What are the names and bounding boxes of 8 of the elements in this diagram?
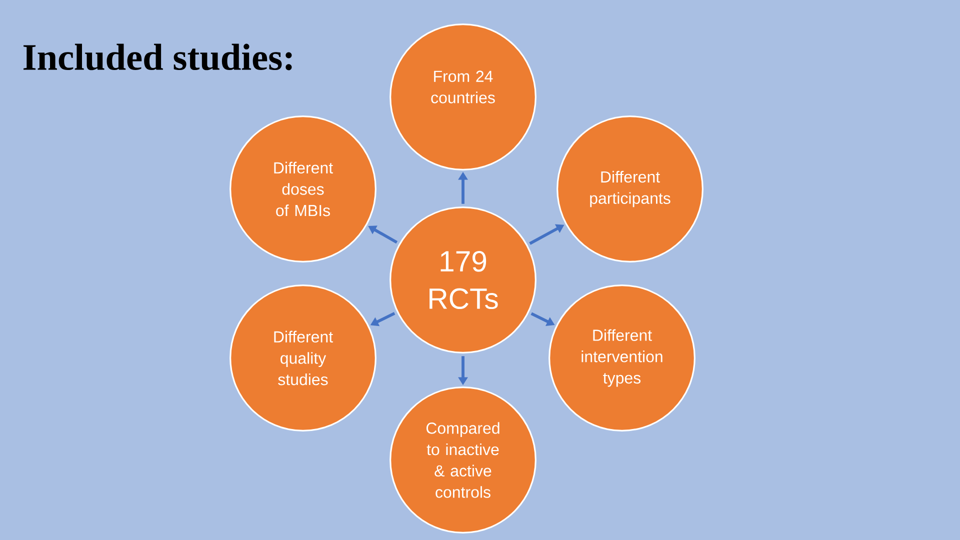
title: Included studies:: [24, 44, 292, 70]
circle-node: Different quality studies: [230, 284, 376, 432]
circle-node: 179 RCTs: [390, 206, 536, 354]
circle-node: Different participants: [556, 116, 704, 262]
circle-node: Different intervention types: [548, 284, 696, 432]
circle-node: Compared to inactive & active controls: [390, 386, 536, 534]
circle-node: Different doses of MBIs: [230, 116, 376, 262]
circle-node: From 24 countries: [390, 24, 536, 170]
